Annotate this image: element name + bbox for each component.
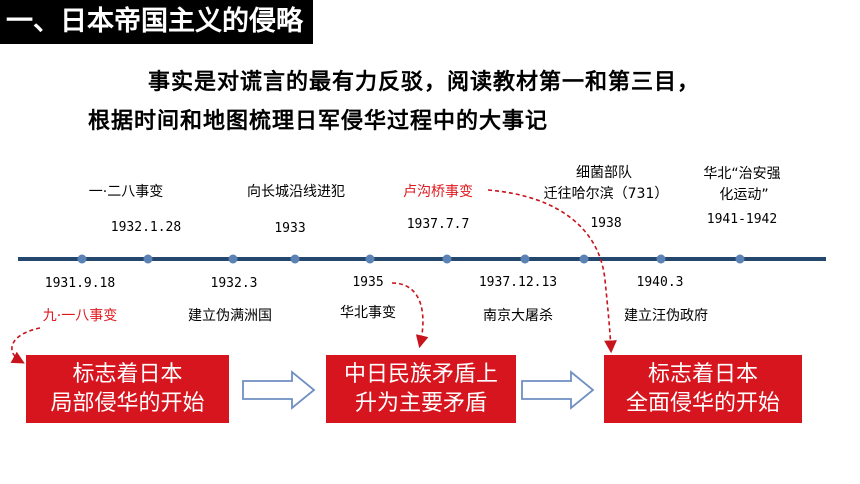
date-1938: 1938 — [590, 216, 622, 231]
event-label-1933: 向长城沿线进犯 — [247, 184, 345, 200]
date-1933: 1933 — [274, 221, 306, 236]
date-1940-3: 1940.3 — [636, 275, 684, 290]
event-label-1937-12-13: 南京大屠杀 — [483, 308, 553, 324]
section-title: 一、日本帝国主义的侵略 — [0, 0, 313, 44]
timeline-dot — [228, 254, 238, 264]
timeline-dot — [735, 254, 745, 264]
event-label-1932-3: 建立伪满洲国 — [188, 308, 272, 324]
timeline-dot — [290, 254, 300, 264]
result-box-line1: 中日民族矛盾上 — [343, 362, 498, 387]
intro-line-1: 事实是对谎言的最有力反驳，阅读教材第一和第三目， — [148, 69, 701, 95]
date-1932-1-28: 1932.1.28 — [110, 220, 182, 235]
timeline-dot — [143, 254, 153, 264]
event-label-1938-line1: 细菌部队 — [576, 165, 632, 181]
date-1935: 1935 — [352, 275, 384, 290]
result-box-partial-invasion: 标志着日本 局部侵华的开始 — [26, 355, 229, 423]
date-1937-7-7: 1937.7.7 — [406, 217, 470, 232]
intro-line-2: 根据时间和地图梳理日军侵华过程中的大事记 — [88, 108, 549, 134]
result-box-line1: 标志着日本 — [647, 362, 758, 387]
date-1931-9-18: 1931.9.18 — [44, 276, 116, 291]
date-1937-12-13: 1937.12.13 — [478, 275, 558, 290]
timeline-dot — [656, 254, 666, 264]
event-label-1941-line1: 华北“治安强 — [703, 166, 781, 182]
event-label-1940-3: 建立汪伪政府 — [624, 308, 708, 324]
event-label-1941-line2: 化运动” — [719, 187, 769, 203]
event-label-1937-7-7: 卢沟桥事变 — [403, 184, 473, 200]
result-box-full-invasion: 标志着日本 全面侵华的开始 — [604, 355, 802, 423]
timeline-dot — [520, 254, 530, 264]
event-label-1938-line2: 迁往哈尔滨（731） — [543, 186, 669, 202]
date-1941-1942: 1941-1942 — [706, 212, 778, 227]
timeline-dot — [77, 254, 87, 264]
result-box-line2: 局部侵华的开始 — [50, 391, 205, 416]
timeline-axis — [18, 257, 826, 261]
date-1932-3: 1932.3 — [210, 276, 258, 291]
dashed-arrow-1937 — [487, 189, 617, 354]
result-box-line2: 全面侵华的开始 — [625, 391, 780, 416]
timeline-dot — [365, 254, 375, 264]
dashed-arrow-1935 — [391, 282, 429, 349]
event-label-1935: 华北事变 — [340, 305, 396, 321]
event-label-1931-9-18: 九·一八事变 — [42, 308, 118, 324]
result-box-line1: 标志着日本 — [72, 362, 183, 387]
event-label-1932-1-28: 一·二八事变 — [88, 184, 164, 200]
dashed-arrow-918 — [10, 327, 41, 364]
result-box-main-contradiction: 中日民族矛盾上 升为主要矛盾 — [326, 355, 516, 423]
timeline-dot — [442, 254, 452, 264]
result-box-line2: 升为主要矛盾 — [354, 391, 487, 416]
block-arrow-2 — [521, 370, 595, 410]
block-arrow-1 — [242, 370, 316, 410]
timeline-dot — [579, 254, 589, 264]
